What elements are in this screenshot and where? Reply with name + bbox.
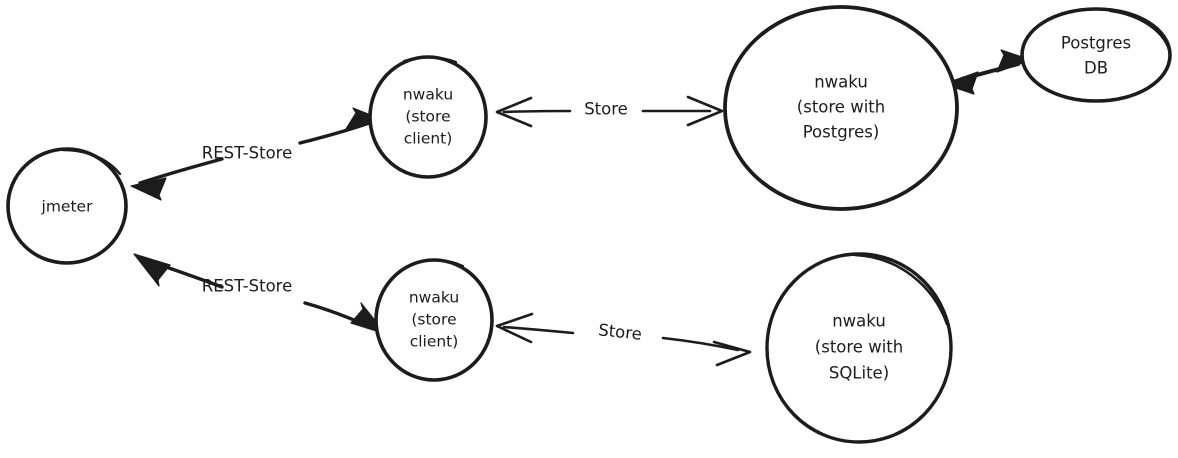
- arrowhead-toward-postgres-db: [996, 49, 1032, 73]
- node-postgres-db-outline: [1020, 7, 1172, 103]
- arrowhead-toward-sqlite-node: [712, 340, 752, 367]
- edge-line-segment-left: [502, 325, 575, 335]
- node-store-client-top-outline: [368, 55, 488, 179]
- arrowhead-toward-jmeter: [130, 177, 167, 201]
- arrowhead-toward-jmeter: [133, 253, 171, 287]
- edge-store-client-bottom-to-sqlite-node: Store: [495, 312, 752, 367]
- node-store-client-bottom-sketch-overstroke: [410, 259, 465, 268]
- node-jmeter[interactable]: jmeter: [6, 147, 128, 265]
- node-store-client-top-label-line1: nwaku: [403, 86, 453, 104]
- edge-jmeter-to-store-client-top: REST-Store: [130, 107, 382, 201]
- node-store-client-bottom-outline: [374, 258, 494, 382]
- node-store-sqlite-outline: [765, 252, 953, 444]
- node-jmeter-outline: [6, 147, 128, 265]
- arrowhead-toward-postgres-node: [686, 95, 724, 127]
- node-store-client-bottom-label-line3: client): [410, 333, 459, 351]
- arrowhead-toward-store-client-bottom: [495, 312, 534, 344]
- node-jmeter-label: jmeter: [41, 198, 94, 216]
- edge-store-client-top-to-postgres-node: Store: [495, 95, 724, 128]
- edge-label-store-bottom: Store: [597, 320, 642, 343]
- node-nwaku-store-client-bottom[interactable]: nwaku (store client): [374, 258, 494, 382]
- node-store-postgres-sketch-overstroke: [868, 8, 956, 87]
- node-nwaku-store-sqlite[interactable]: nwaku (store with SQLite): [765, 252, 953, 444]
- node-postgres-db-sketch-overstroke: [1108, 9, 1171, 52]
- node-store-postgres-label-line2: (store with: [797, 98, 885, 117]
- node-postgres-db-label-line1: Postgres: [1061, 34, 1131, 53]
- node-store-sqlite-sketch-overstroke: [853, 253, 949, 326]
- arrowhead-toward-store-client-top: [345, 107, 382, 130]
- arrowhead-toward-postgres-node: [943, 71, 979, 95]
- node-store-client-bottom-label-line1: nwaku: [409, 289, 459, 307]
- node-jmeter-sketch-overstroke: [61, 148, 122, 176]
- edge-jmeter-to-store-client-bottom: REST-Store: [133, 253, 387, 335]
- node-store-client-top-label-line2: (store: [405, 108, 450, 126]
- node-nwaku-store-client-top[interactable]: nwaku (store client): [368, 55, 488, 179]
- node-postgres-db[interactable]: Postgres DB: [1020, 7, 1172, 103]
- edge-label-rest-store-top: REST-Store: [202, 144, 293, 163]
- arrowhead-toward-store-client-top: [495, 96, 533, 128]
- edge-line-segment-right: [298, 120, 374, 145]
- node-store-client-top-label-line3: client): [404, 130, 453, 148]
- node-store-sqlite-label-line1: nwaku: [832, 312, 886, 331]
- edge-line-segment-right: [661, 336, 740, 352]
- node-store-client-bottom-label-line2: (store: [411, 311, 456, 329]
- node-store-sqlite-label-line3: SQLite): [829, 364, 889, 383]
- edge-line-segment-left: [138, 157, 224, 185]
- edge-postgres-node-to-postgres-db: [943, 49, 1032, 95]
- node-store-postgres-label-line3: Postgres): [803, 123, 880, 142]
- node-store-client-top-sketch-overstroke: [402, 56, 458, 64]
- edge-label-rest-store-bottom: REST-Store: [202, 277, 293, 296]
- edge-label-store-top: Store: [584, 100, 628, 119]
- edge-line-segment-left: [502, 109, 572, 114]
- node-store-postgres-label-line1: nwaku: [814, 73, 868, 92]
- node-postgres-db-label-line2: DB: [1084, 59, 1108, 78]
- node-store-sqlite-label-line2: (store with: [815, 338, 903, 357]
- node-nwaku-store-postgres[interactable]: nwaku (store with Postgres): [723, 5, 959, 211]
